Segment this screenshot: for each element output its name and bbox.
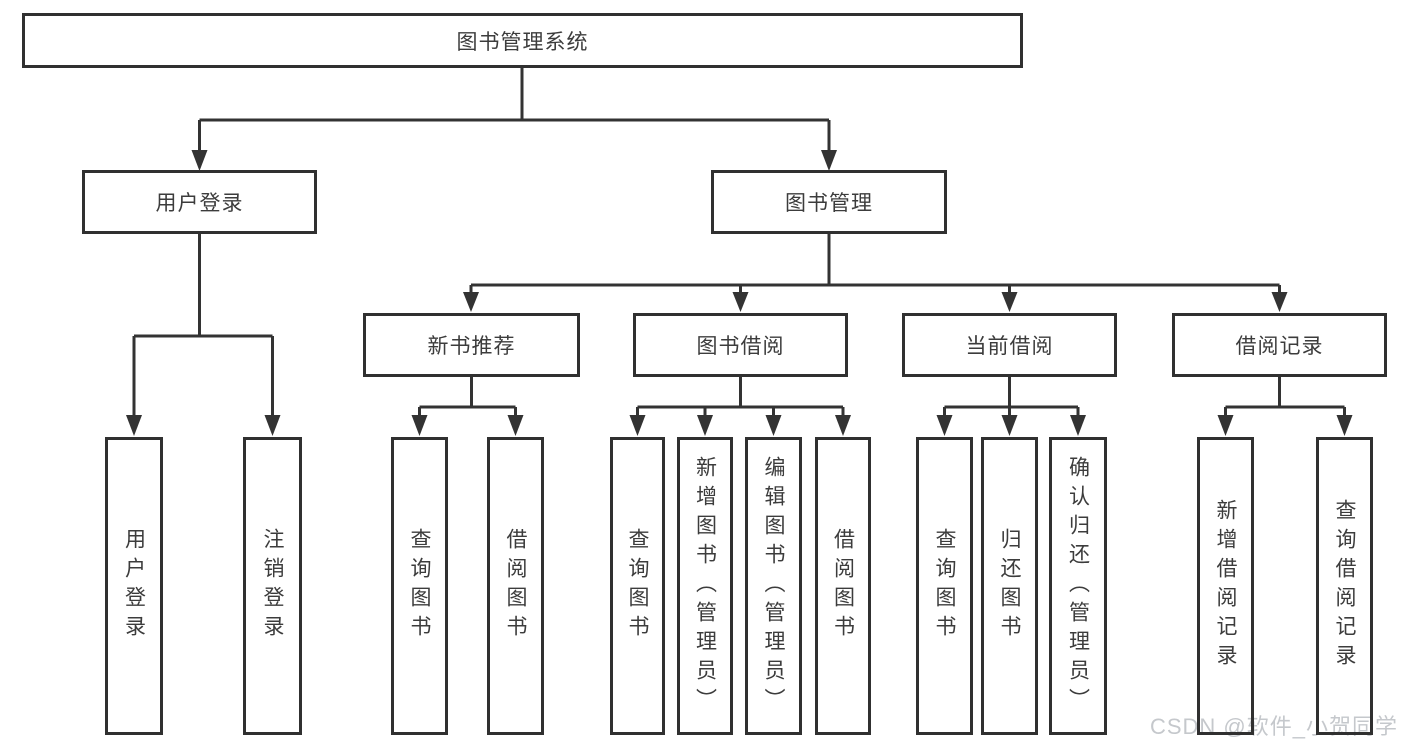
arrow-down-icon xyxy=(507,415,524,436)
leaf-edit-books-admin: 编辑图书（管理员） xyxy=(745,437,802,735)
leaf-borrow-books-recommend: 借阅图书 xyxy=(487,437,544,735)
arrow-down-icon xyxy=(732,292,749,312)
arrow-down-icon xyxy=(1217,415,1234,436)
leaf-add-borrow-record: 新增借阅记录 xyxy=(1197,437,1254,735)
node-current-borrowing: 当前借阅 xyxy=(902,313,1117,377)
arrow-down-icon xyxy=(697,415,713,436)
leaf-query-books-recommend: 查询图书 xyxy=(391,437,448,735)
arrow-down-icon xyxy=(936,415,953,436)
arrow-down-icon xyxy=(1070,415,1086,436)
node-book-borrowing: 图书借阅 xyxy=(633,313,848,377)
arrow-down-icon xyxy=(126,415,142,436)
arrow-down-icon xyxy=(463,292,479,312)
arrow-down-icon xyxy=(1001,415,1018,436)
node-borrowing-records: 借阅记录 xyxy=(1172,313,1387,377)
node-book-management: 图书管理 xyxy=(711,170,947,234)
leaf-borrow-books-borrowing: 借阅图书 xyxy=(815,437,871,735)
leaf-query-books-current: 查询图书 xyxy=(916,437,973,735)
leaf-user-login: 用户登录 xyxy=(105,437,163,735)
leaf-add-books-admin: 新增图书（管理员） xyxy=(677,437,733,735)
node-user-login: 用户登录 xyxy=(82,170,317,234)
arrow-down-icon xyxy=(1001,292,1018,312)
arrow-down-icon xyxy=(411,415,428,436)
watermark: CSDN @软件_小贺同学 xyxy=(1149,714,1398,739)
arrow-down-icon xyxy=(1336,415,1353,436)
node-new-book-recommendation: 新书推荐 xyxy=(363,313,580,377)
arrow-down-icon xyxy=(264,415,281,436)
leaf-query-borrow-record: 查询借阅记录 xyxy=(1316,437,1373,735)
arrow-down-icon xyxy=(835,415,851,436)
arrow-down-icon xyxy=(821,150,837,171)
leaf-query-books-borrowing: 查询图书 xyxy=(610,437,665,735)
arrow-down-icon xyxy=(765,415,782,436)
arrow-down-icon xyxy=(191,150,208,171)
leaf-confirm-return-admin: 确认归还（管理员） xyxy=(1049,437,1107,735)
arrow-down-icon xyxy=(629,415,646,436)
node-library-system: 图书管理系统 xyxy=(22,13,1023,68)
arrow-down-icon xyxy=(1271,292,1288,312)
leaf-return-books: 归还图书 xyxy=(981,437,1038,735)
leaf-logout: 注销登录 xyxy=(243,437,302,735)
